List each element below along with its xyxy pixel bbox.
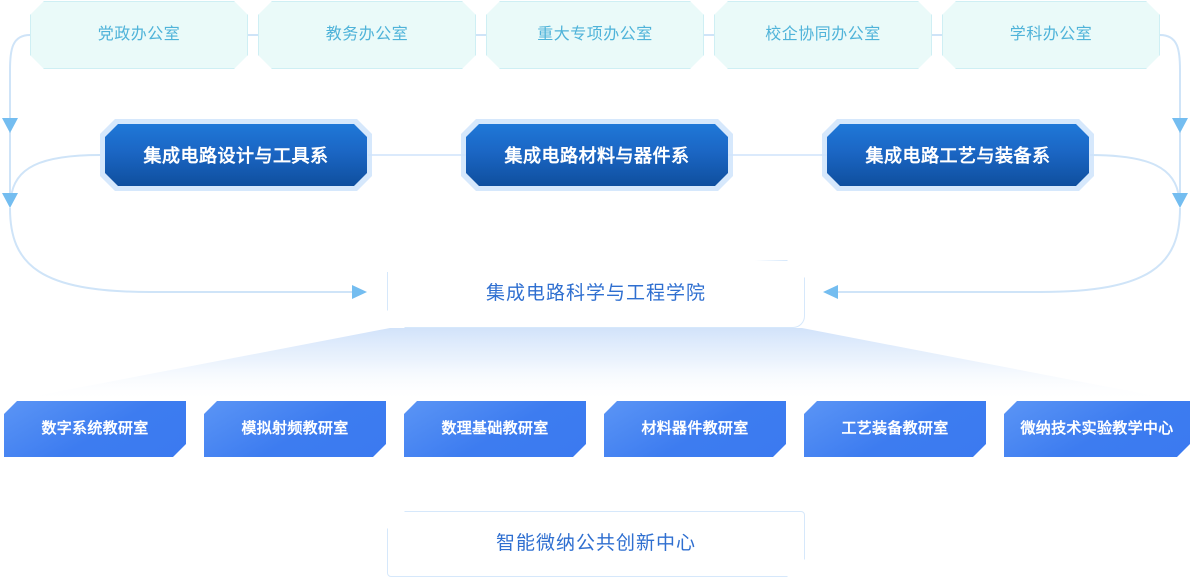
wire-right-to-college xyxy=(838,207,1181,293)
innovation-center-label: 智能微纳公共创新中心 xyxy=(495,532,696,554)
arrow-right-lower-icon xyxy=(1172,193,1188,208)
office-box-1[interactable]: 党政办公室 xyxy=(30,1,248,69)
office-label-4: 校企协同办公室 xyxy=(765,26,881,44)
teaching-office-label-3: 数理基础教研室 xyxy=(441,420,549,437)
department-label-2: 集成电路材料与器件系 xyxy=(466,124,728,186)
arrow-left-upper-icon xyxy=(2,118,18,133)
wire-left-office-curve xyxy=(9,34,31,118)
teaching-office-label-2: 模拟射频教研室 xyxy=(241,420,349,437)
college-label: 集成电路科学与工程学院 xyxy=(485,282,706,304)
teaching-office-box-3[interactable]: 数理基础教研室 xyxy=(404,401,586,457)
department-label-3: 集成电路工艺与装备系 xyxy=(827,124,1089,186)
arrow-left-lower-icon xyxy=(2,193,18,208)
wire-right-dept-curve xyxy=(1089,154,1180,199)
office-box-5[interactable]: 学科办公室 xyxy=(942,1,1160,69)
wire-left-to-college xyxy=(9,207,352,293)
department-box-3[interactable]: 集成电路工艺与装备系 xyxy=(822,119,1094,191)
office-label-3: 重大专项办公室 xyxy=(537,26,653,44)
office-label-1: 党政办公室 xyxy=(97,26,181,44)
teaching-office-box-1[interactable]: 数字系统教研室 xyxy=(4,401,186,457)
innovation-center-box[interactable]: 智能微纳公共创新中心 xyxy=(387,511,805,577)
department-label-1: 集成电路设计与工具系 xyxy=(105,124,367,186)
office-label-2: 教务办公室 xyxy=(325,26,409,44)
teaching-office-label-1: 数字系统教研室 xyxy=(41,420,149,437)
teaching-office-label-4: 材料器件教研室 xyxy=(641,420,749,437)
teaching-office-label-6: 微纳技术实验教学中心 xyxy=(1020,420,1174,437)
college-node[interactable]: 集成电路科学与工程学院 xyxy=(387,260,805,328)
teaching-office-box-6[interactable]: 微纳技术实验教学中心 xyxy=(1004,401,1190,457)
arrow-right-upper-icon xyxy=(1172,118,1188,133)
office-label-5: 学科办公室 xyxy=(1009,26,1093,44)
office-box-4[interactable]: 校企协同办公室 xyxy=(714,1,932,69)
teaching-office-box-4[interactable]: 材料器件教研室 xyxy=(604,401,786,457)
arrow-into-college-right-icon xyxy=(823,285,838,299)
office-box-2[interactable]: 教务办公室 xyxy=(258,1,476,69)
wire-right-office-curve xyxy=(1159,34,1181,118)
fan-spread-shape xyxy=(4,328,1186,402)
teaching-office-label-5: 工艺装备教研室 xyxy=(841,420,949,437)
department-box-1[interactable]: 集成电路设计与工具系 xyxy=(100,119,372,191)
teaching-office-box-5[interactable]: 工艺装备教研室 xyxy=(804,401,986,457)
wire-left-dept-curve xyxy=(10,154,101,199)
teaching-office-box-2[interactable]: 模拟射频教研室 xyxy=(204,401,386,457)
department-box-2[interactable]: 集成电路材料与器件系 xyxy=(461,119,733,191)
office-box-3[interactable]: 重大专项办公室 xyxy=(486,1,704,69)
arrow-into-college-left-icon xyxy=(352,285,367,299)
